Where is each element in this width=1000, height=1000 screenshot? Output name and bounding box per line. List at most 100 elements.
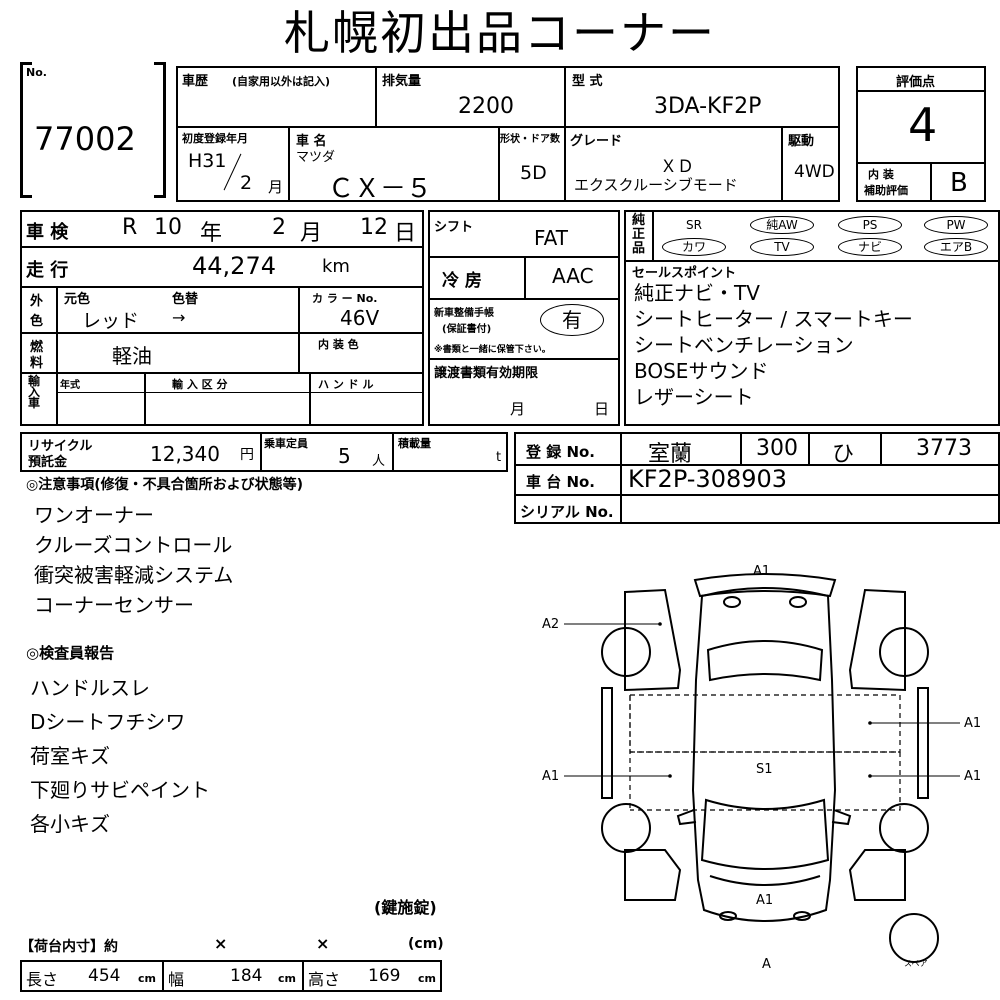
model-value: 3DA-KF2P <box>654 94 762 119</box>
inspection-year: 10 <box>154 215 182 240</box>
inspection-day: 12 <box>360 215 388 240</box>
width-label: 幅 <box>168 970 185 989</box>
inspection-month: 2 <box>272 215 286 240</box>
mark-dots <box>658 622 872 778</box>
ac-value: AAC <box>552 264 594 288</box>
dimensions-x2: × <box>316 934 330 953</box>
color-code-label: カ ラ ー No. <box>312 292 378 305</box>
inspection-label: 車 検 <box>26 222 69 243</box>
inspection-day-unit: 日 <box>394 221 417 246</box>
car-damage-diagram: A1 A2 A1 A1 A1 S1 A1 A スペア <box>542 564 981 972</box>
height-label: 高さ <box>308 970 341 989</box>
dashed-door-lines <box>629 694 901 811</box>
ext-color-label-2: 色 <box>30 314 44 329</box>
mark-left-front: A1 <box>542 769 559 784</box>
import-label: 輸入車 <box>28 374 41 410</box>
import-handle-label: ハ ン ド ル <box>318 378 374 391</box>
dimensions-label: 【荷台内寸】約 <box>20 939 118 955</box>
dimensions-unit: (cm) <box>408 936 444 952</box>
selling-point-item: シートヒーター / スマートキー <box>634 307 913 331</box>
note-item: 衝突被害軽減システム <box>34 563 234 587</box>
fuel-label-2: 料 <box>30 356 44 371</box>
inspector-item: 下廻りサビペイント <box>30 778 210 802</box>
manual-label-1: 新車整備手帳 <box>434 308 494 319</box>
manual-value: 有 <box>562 308 582 332</box>
mileage-value: 44,274 <box>192 252 276 280</box>
height-value: 169 <box>368 966 401 986</box>
score-box: 評価点 4 内 装 補助評価 B <box>856 66 986 202</box>
import-year-label: 年式 <box>60 380 80 391</box>
equipment-item: 純AW <box>750 216 814 234</box>
manual-label-2: (保証書付) <box>442 324 492 335</box>
equipment-item: ナビ <box>838 238 902 256</box>
notes-label: ◎注意事項(修復・不具合箇所および状態等) <box>26 477 304 493</box>
car-name-label: 車 名 <box>296 134 327 149</box>
chassis-label: 車 台 No. <box>526 473 596 491</box>
first-reg-month: 2 <box>240 172 253 194</box>
fuel-label-1: 燃 <box>30 340 44 355</box>
capacity-unit: 人 <box>372 454 386 469</box>
grade-value-2: エクスクルーシブモード <box>574 176 738 194</box>
score-value: 4 <box>908 98 938 152</box>
key-note: (鍵施錠) <box>374 898 437 917</box>
shift-value: FAT <box>534 226 569 250</box>
page-title: 札幌初出品コーナー <box>284 6 716 60</box>
chassis-value: KF2P-308903 <box>628 465 788 493</box>
color-arrow: → <box>172 308 186 327</box>
registration-label: 登 録 No. <box>526 443 596 461</box>
notes-section: ◎注意事項(修復・不具合箇所および状態等) ワンオーナー クルーズコントロール … <box>26 474 303 620</box>
recycle-label-1: リサイクル <box>28 439 93 454</box>
load-label: 積載量 <box>398 437 431 450</box>
transfer-month-unit: 月 <box>510 400 526 418</box>
mark-left-rear-door: A2 <box>542 617 559 632</box>
import-class-label: 輸 入 区 分 <box>172 378 228 391</box>
length-label: 長さ <box>26 970 59 989</box>
mark-hood: A1 <box>756 893 773 908</box>
registration-number: 3773 <box>916 436 972 461</box>
dimensions-table: 長さ 454 cm 幅 184 cm 高さ 169 cm <box>20 960 442 992</box>
inspector-item: 荷室キズ <box>30 744 110 768</box>
recycle-label-2: 預託金 <box>28 455 68 470</box>
equipment-item: SR <box>686 218 702 232</box>
shape-label: 形状・ドア数 <box>500 134 560 145</box>
equipment-item: エアB <box>924 238 988 256</box>
fuel-value: 軽油 <box>112 344 152 368</box>
mileage-unit: km <box>322 256 350 277</box>
equipment-item: TV <box>750 238 814 256</box>
serial-label: シリアル No. <box>520 503 614 521</box>
registration-block: 登 録 No. 室蘭 300 ひ 3773 車 台 No. KF2P-30890… <box>514 432 1000 524</box>
lot-label: No. <box>26 66 47 79</box>
interior-label-2: 補助評価 <box>864 184 908 197</box>
selling-point-item: BOSEサウンド <box>634 359 769 383</box>
manual-value-circle: 有 <box>540 304 604 336</box>
manual-note: ※書類と一緒に保管下さい。 <box>434 345 551 355</box>
height-cm: cm <box>418 972 436 985</box>
equipment-label: 純正品 <box>632 213 646 256</box>
interior-label-1: 内 装 <box>868 168 894 181</box>
car-maker: マツダ <box>296 150 336 165</box>
shift-label: シフト <box>434 220 474 235</box>
width-cm: cm <box>278 972 296 985</box>
inspector-section: ◎検査員報告 ハンドルスレ Dシートフチシワ 荷室キズ 下廻りサビペイント 各小… <box>26 642 210 841</box>
ext-color-label-1: 外 <box>30 294 44 309</box>
mark-front: A <box>762 957 771 972</box>
drive-label: 駆動 <box>788 134 815 149</box>
selling-point-item: 純正ナビ・TV <box>634 281 760 305</box>
inspector-item: Dシートフチシワ <box>30 710 186 734</box>
capacity-value: 5 <box>338 444 351 468</box>
note-item: ワンオーナー <box>34 503 154 527</box>
mark-right-front: A1 <box>964 769 981 784</box>
color-code-value: 46V <box>340 306 380 330</box>
orig-color-value: レッド <box>82 310 140 332</box>
inspection-year-unit: 年 <box>200 221 223 246</box>
first-reg-month-unit: 月 <box>268 178 284 196</box>
first-reg-year: H31 <box>188 150 227 172</box>
equipment-item: PW <box>924 216 988 234</box>
equipment-item: PS <box>838 216 902 234</box>
car-outline <box>601 573 939 963</box>
lot-box: No. 77002 <box>20 62 166 198</box>
length-value: 454 <box>88 966 121 986</box>
transfer-day-unit: 日 <box>594 400 610 418</box>
inspector-item: 各小キズ <box>30 812 110 836</box>
